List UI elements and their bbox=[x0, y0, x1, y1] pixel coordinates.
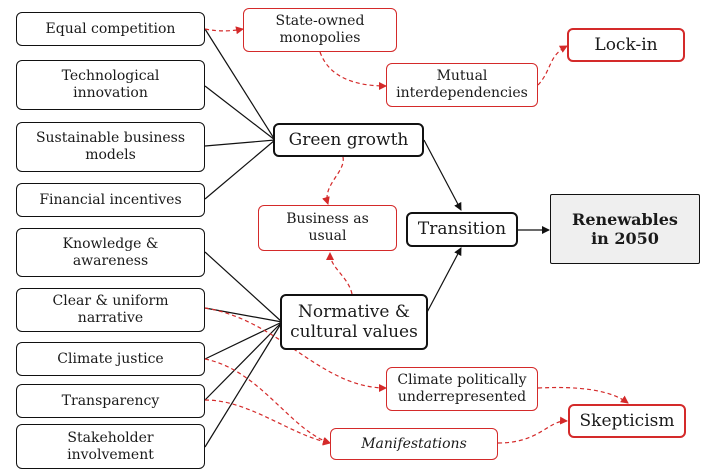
link-narrative-normative bbox=[204, 307, 283, 323]
arrow-manifestations-skepticism bbox=[497, 416, 568, 444]
link-stakeholder-normative bbox=[204, 321, 283, 448]
link-climate-justice-normative bbox=[204, 321, 283, 360]
node-green-growth: Green growth bbox=[273, 123, 424, 157]
node-climate-politically-underrepresented: Climate politically underrepresented bbox=[386, 367, 538, 411]
link-knowledge-normative bbox=[204, 251, 283, 323]
arrow-green-growth-business-as-usual bbox=[322, 156, 344, 205]
arrow-green-growth-transition bbox=[423, 139, 462, 211]
arrow-monopolies-interdependencies bbox=[319, 51, 387, 90]
node-financial-incentives: Financial incentives bbox=[16, 183, 205, 217]
node-business-as-usual: Business as usual bbox=[258, 205, 397, 251]
node-stakeholder-involvement: Stakeholder involvement bbox=[16, 424, 205, 469]
node-lock-in: Lock-in bbox=[567, 28, 685, 62]
link-transparency-normative bbox=[204, 321, 283, 401]
arrow-climate-justice-manifestations bbox=[204, 358, 331, 445]
node-transparency: Transparency bbox=[16, 384, 205, 418]
node-sustainable-business-models: Sustainable business models bbox=[16, 122, 205, 172]
node-skepticism: Skepticism bbox=[568, 404, 686, 438]
link-sustainable-business-green-growth bbox=[204, 139, 276, 147]
arrow-normative-transition bbox=[423, 247, 462, 319]
arrow-interdependencies-lockin bbox=[537, 45, 568, 86]
node-mutual-interdependencies: Mutual interdependencies bbox=[386, 63, 538, 107]
node-renewables-2050: Renewables in 2050 bbox=[550, 194, 700, 264]
node-state-owned-monopolies: State-owned monopolies bbox=[243, 8, 397, 52]
node-manifestations: Manifestations bbox=[330, 428, 498, 460]
node-technological-innovation: Technological innovation bbox=[16, 60, 205, 110]
node-equal-competition: Equal competition bbox=[16, 12, 205, 46]
link-technological-innovation-green-growth bbox=[204, 85, 276, 141]
arrow-normative-business-as-usual bbox=[326, 252, 353, 295]
node-clear-uniform-narrative: Clear & uniform narrative bbox=[16, 288, 205, 332]
node-transition: Transition bbox=[406, 212, 518, 247]
link-financial-incentives-green-growth bbox=[204, 139, 276, 200]
link-equal-competition-green-growth bbox=[204, 28, 276, 141]
arrow-narrative-underrepresented bbox=[204, 307, 387, 392]
node-climate-justice: Climate justice bbox=[16, 342, 205, 376]
arrow-equal-competition-monopolies bbox=[204, 26, 244, 35]
node-normative-cultural-values: Normative & cultural values bbox=[280, 294, 428, 350]
node-knowledge-awareness: Knowledge & awareness bbox=[16, 228, 205, 277]
arrow-transparency-manifestations bbox=[204, 399, 331, 446]
arrow-underrepresented-skepticism bbox=[537, 386, 629, 404]
